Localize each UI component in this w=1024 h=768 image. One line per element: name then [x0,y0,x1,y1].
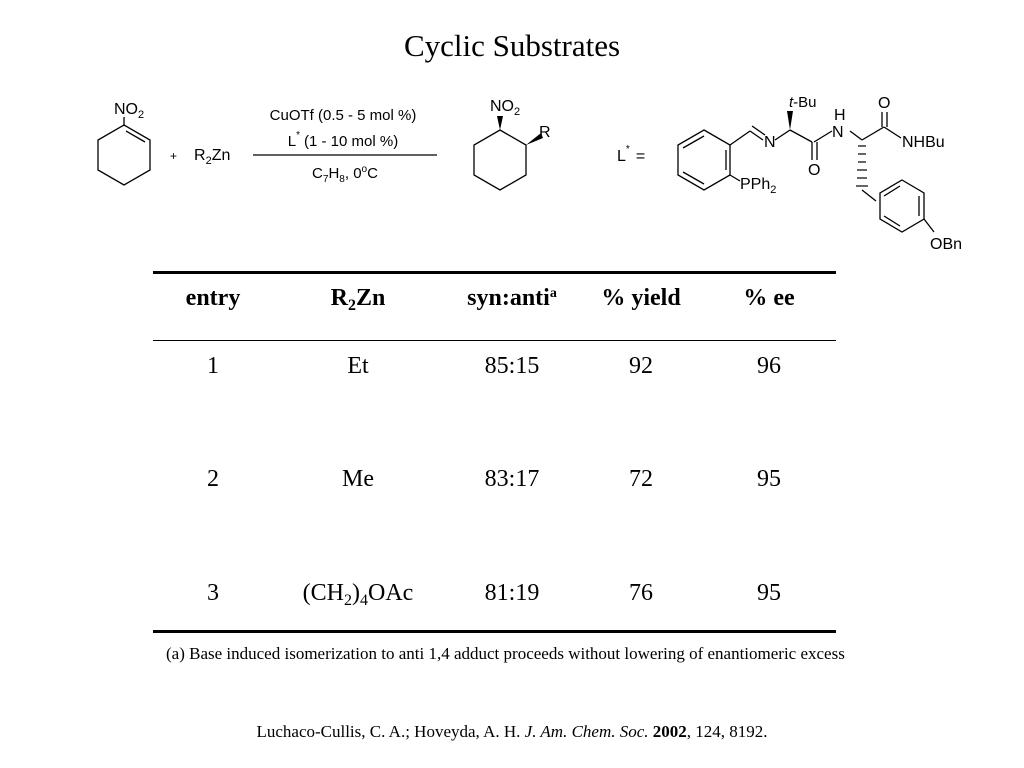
table-cell-ee: 96 [757,353,781,379]
ligand-hashed-bond [856,145,868,187]
table-cell-syn-anti: 83:17 [484,466,540,492]
table-header-rule [153,340,836,341]
table-cell-yield: 76 [629,580,653,606]
substrate-double-bond [125,130,146,143]
table-cell-syn-anti: 81:19 [484,580,540,606]
ligand-tbu-wedge [787,111,793,130]
ligand-tbu-label: t-Bu [789,94,817,111]
ligand-amide-o2: O [878,95,890,112]
table-cell-entry: 3 [207,580,219,606]
ligand-amide-n: N [832,124,844,141]
ligand-nhbu-label: NHBu [902,134,945,151]
table-cell-yield: 72 [629,466,653,492]
substrate-ring [97,124,151,186]
substrate-no2-label: NO2 [114,101,144,121]
table-cell-yield: 92 [629,353,653,379]
product-no2-wedge [497,116,503,130]
header-entry: entry [185,285,241,311]
product-ring [473,129,527,191]
header-ee: % ee [743,285,795,311]
ligand-aryl-ring [677,129,731,191]
reaction-scheme: NO2 + R2Zn CuOTf (0.5 - 5 mol %) L*(1 - … [97,94,962,253]
header-r2zn: R2Zn [330,285,386,314]
table-cell-r2zn: Et [347,353,369,379]
table-cell-r2zn: Me [342,466,374,492]
citation: Luchaco-Cullis, C. A.; Hoveyda, A. H. J.… [256,722,768,741]
ligand-imine-n: N [764,134,776,151]
product-no2-label: NO2 [490,98,520,118]
header-yield: % yield [601,285,681,311]
plus-sign: + [170,149,177,163]
product-r-label: R [539,124,551,141]
table-footnote: (a) Base induced isomerization to anti 1… [166,644,845,663]
table-bottom-rule [153,630,836,633]
header-syn-anti: syn:antia [467,285,557,311]
ligand-amide-o1: O [808,162,820,179]
ligand-l-label: L*= [617,144,645,165]
table-cell-ee: 95 [757,580,781,606]
product-r-wedge [526,133,543,145]
table-cell-r2zn: (CH2)4OAc [302,580,414,609]
page-title: Cyclic Substrates [403,28,621,63]
table-top-rule [153,271,836,274]
condition-catalyst: CuOTf (0.5 - 5 mol %) [270,107,417,124]
condition-solvent: C7H8, 0oC [312,164,378,185]
condition-ligand: L*(1 - 10 mol %) [288,130,398,150]
table-cell-syn-anti: 85:15 [484,353,540,379]
ligand-amide-h: H [834,107,846,124]
table-cell-entry: 2 [207,466,219,492]
ligand-tyrosine-ring [879,179,925,233]
ligand-obn-label: OBn [930,236,962,253]
table-cell-entry: 1 [207,353,219,379]
ligand-pph2-label: PPh2 [740,176,776,196]
reagent-label: R2Zn [194,147,230,167]
table-cell-ee: 95 [757,466,781,492]
